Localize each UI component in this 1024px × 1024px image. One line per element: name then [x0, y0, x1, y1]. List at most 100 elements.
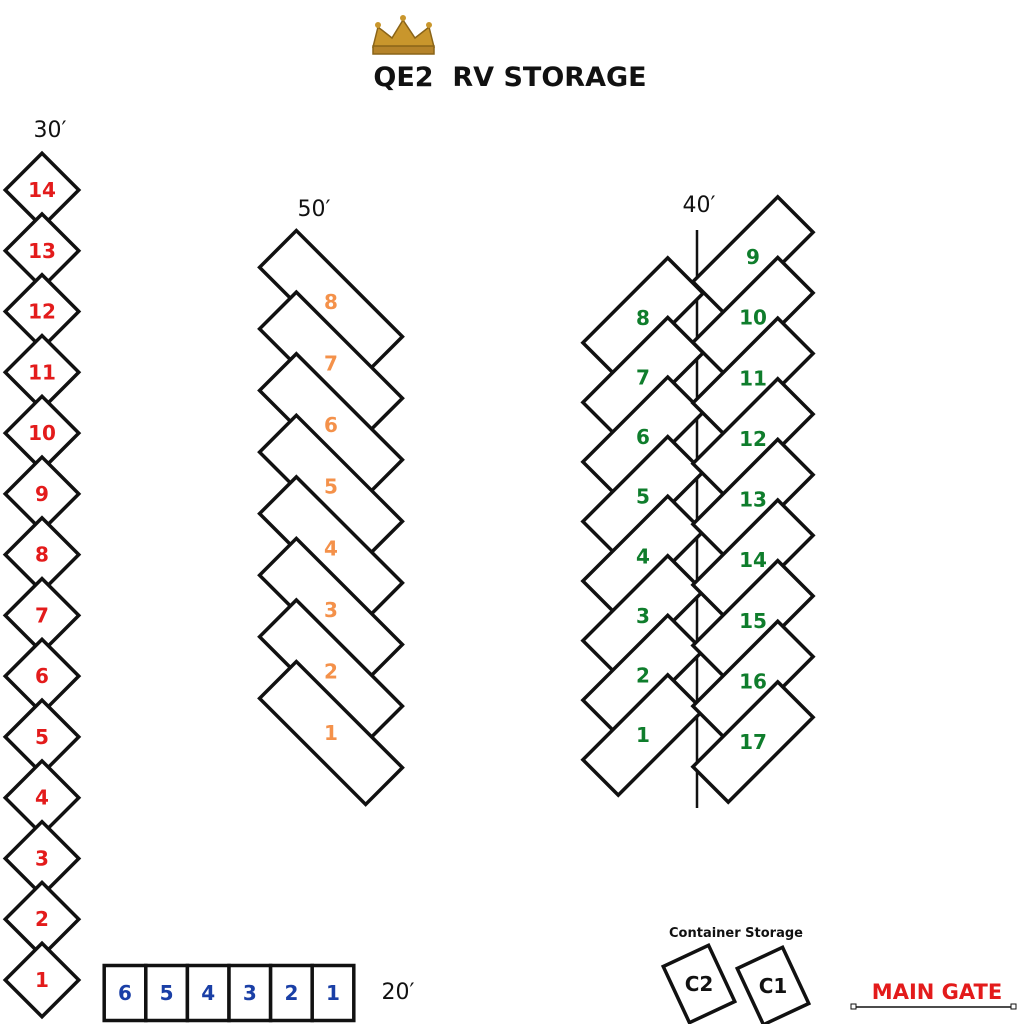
spot-30-5: 5 [2, 697, 82, 777]
spot-30-12-outline [2, 272, 82, 351]
spot-40-11: 11 [690, 315, 816, 441]
spot-40-6-number: 6 [636, 425, 650, 449]
spot-40-14: 14 [690, 497, 816, 623]
container-c2-outline [660, 943, 738, 1024]
page-title: QE2 RV STORAGE [373, 62, 646, 93]
spot-20-2-outline [268, 963, 314, 1023]
main-gate: MAIN GATE [850, 980, 1017, 1010]
spot-30-4-outline [2, 758, 82, 837]
spot-30-11: 11 [2, 333, 82, 412]
spot-20-2-number: 2 [284, 981, 298, 1005]
spot-30-14-outline [2, 150, 82, 230]
section-50-label: 50′ [298, 197, 331, 222]
spot-40-7-number: 7 [636, 366, 650, 390]
main-gate-label: MAIN GATE [872, 980, 1002, 1004]
spot-20-3-number: 3 [243, 981, 257, 1005]
spot-30-10-number: 10 [28, 421, 56, 445]
spot-50-4-number: 4 [324, 536, 338, 560]
section-30-label: 30′ [34, 118, 67, 143]
spot-30-10-outline [2, 393, 82, 473]
spot-30-7: 7 [2, 576, 82, 655]
spot-30-7-outline [2, 576, 82, 655]
spot-30-4-number: 4 [35, 786, 49, 810]
spot-30-12-number: 12 [28, 300, 56, 324]
container-storage-label: Container Storage [669, 926, 803, 941]
spot-40-3-number: 3 [636, 604, 650, 628]
spot-50-1: 1 [257, 659, 405, 807]
spot-30-1-number: 1 [35, 968, 49, 992]
spot-40-17: 17 [690, 679, 816, 805]
spot-40-14-number: 14 [739, 548, 767, 572]
spot-30-2-number: 2 [35, 907, 49, 931]
spot-30-7-number: 7 [35, 603, 49, 627]
spot-30-5-outline [2, 697, 82, 777]
spot-30-6-number: 6 [35, 664, 49, 688]
spot-30-13-number: 13 [28, 239, 56, 263]
crown-icon [372, 15, 435, 55]
spot-30-3-outline [2, 819, 82, 898]
container-c1-number: C1 [759, 974, 788, 998]
spot-40-10-number: 10 [739, 306, 767, 330]
spot-40-8-number: 8 [636, 306, 650, 330]
spot-40-1: 1 [580, 672, 706, 798]
spot-40-5-number: 5 [636, 485, 650, 509]
spot-30-12: 12 [2, 272, 82, 351]
spot-30-6: 6 [2, 636, 82, 716]
spot-40-4-number: 4 [636, 544, 650, 568]
spot-40-16-number: 16 [739, 669, 767, 693]
spot-30-2-outline [2, 879, 82, 959]
spot-20-6: 6 [102, 963, 148, 1023]
spot-30-8: 8 [2, 515, 82, 594]
spot-50-6-number: 6 [324, 413, 338, 437]
spot-30-14-number: 14 [28, 178, 56, 202]
spot-30-13-outline [2, 211, 82, 291]
spot-30-9-outline [2, 454, 82, 534]
spot-20-1-number: 1 [326, 981, 340, 1005]
spot-40-10: 10 [690, 255, 816, 381]
spot-30-11-outline [2, 333, 82, 412]
spot-40-17-outline [690, 679, 816, 805]
spot-30-8-number: 8 [35, 543, 49, 567]
spot-20-3: 3 [227, 963, 273, 1023]
spot-40-1-outline [580, 672, 706, 798]
spot-30-1: 1 [2, 940, 82, 1020]
spot-40-9-number: 9 [746, 245, 760, 269]
spot-40-1-number: 1 [636, 723, 650, 747]
spot-50-7: 7 [257, 289, 405, 438]
spot-50-1-number: 1 [324, 721, 338, 745]
spot-50-8-number: 8 [324, 290, 338, 314]
section-40-label: 40′ [683, 193, 716, 218]
container-c2-number: C2 [685, 972, 714, 996]
spot-30-14: 14 [2, 150, 82, 230]
spot-30-8-outline [2, 515, 82, 594]
spot-30-9-number: 9 [35, 482, 49, 506]
spot-40-11-number: 11 [739, 366, 767, 390]
spot-20-5: 5 [144, 963, 190, 1023]
spot-30-5-number: 5 [35, 725, 49, 749]
spot-50-2-number: 2 [324, 659, 338, 683]
section-20-label: 20′ [382, 980, 415, 1005]
spot-40-12-number: 12 [739, 427, 767, 451]
spot-30-4: 4 [2, 758, 82, 837]
spot-20-2: 2 [268, 963, 314, 1023]
spot-30-3: 3 [2, 819, 82, 898]
spot-30-6-outline [2, 636, 82, 716]
container-spots: C2 C1 [660, 943, 812, 1024]
spot-30-13: 13 [2, 211, 82, 291]
spot-20-3-outline [227, 963, 273, 1023]
spot-40-15-number: 15 [739, 609, 767, 633]
spot-20-1-outline [310, 963, 356, 1023]
spot-20-6-number: 6 [118, 981, 132, 1005]
spot-50-5-number: 5 [324, 475, 338, 499]
spot-30-11-number: 11 [28, 360, 56, 384]
spot-50-1-outline [257, 659, 405, 807]
spot-30-3-number: 3 [35, 846, 49, 870]
spot-30-1-outline [2, 940, 82, 1020]
spot-20-4: 4 [185, 963, 231, 1023]
spot-30-9: 9 [2, 454, 82, 534]
